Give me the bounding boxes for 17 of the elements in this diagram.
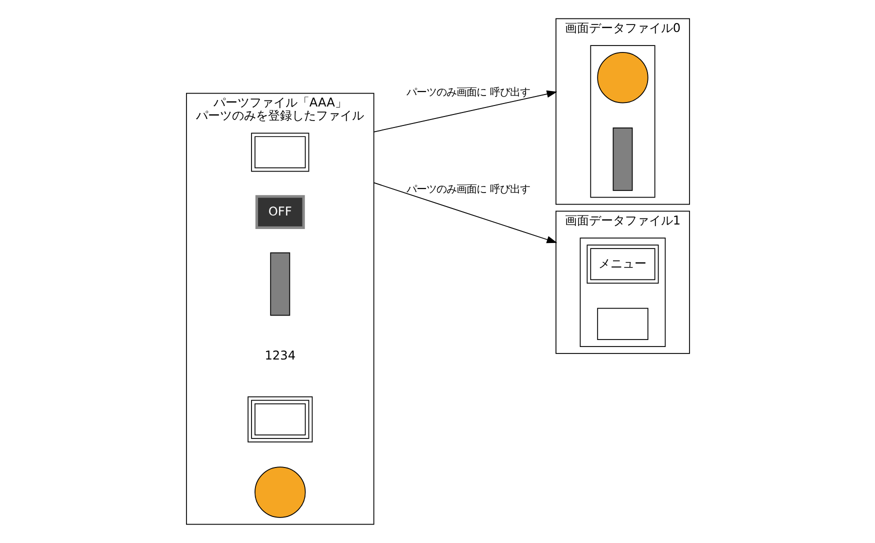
cluster: 画面データファイル0 [555,18,690,205]
node-box [247,396,312,442]
node-bar [612,128,632,191]
arrow [372,90,557,132]
node-box: OFF [254,195,304,229]
cluster [579,238,666,347]
cluster [590,45,655,198]
edge-label: パーツのみ画面に 呼び出す [406,184,530,196]
arrow [372,182,557,244]
node-circle [596,52,648,104]
node-box [250,132,309,172]
node-text: 1234 [264,348,296,362]
node-bar [270,252,290,316]
node-box [596,308,648,340]
edge-label: パーツのみ画面に 呼び出す [406,86,530,99]
node-circle [254,466,306,518]
node-box: メニュー [586,244,658,284]
